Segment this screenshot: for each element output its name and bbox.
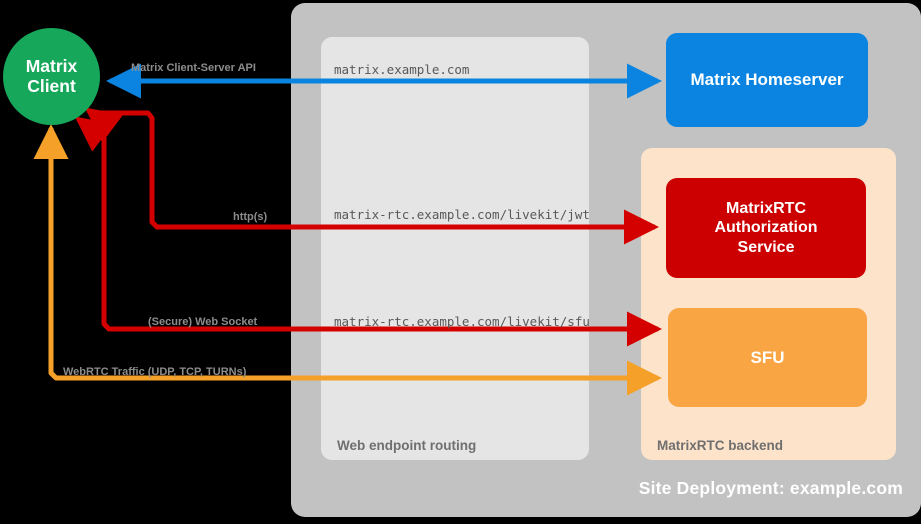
matrix-client-label-line1: Matrix: [25, 55, 78, 76]
protocol-label-webrtc-traffic: WebRTC Traffic (UDP, TCP, TURNs): [63, 366, 247, 378]
sfu-label: SFU: [750, 347, 785, 367]
auth-service-label-line2: Authorization: [714, 219, 818, 237]
site-deployment-title: Site Deployment: example.com: [638, 478, 903, 498]
node-matrixrtc-authorization-service[interactable]: MatrixRTC Authorization Service: [666, 178, 866, 278]
auth-service-label-line1: MatrixRTC: [725, 200, 806, 218]
endpoint-label-client-server: matrix.example.com: [334, 62, 470, 77]
protocol-label-client-server-api: Matrix Client-Server API: [131, 62, 256, 74]
auth-service-label-line3: Service: [737, 238, 795, 256]
web-endpoint-routing-label: Web endpoint routing: [337, 438, 477, 453]
web-endpoint-routing-panel: [321, 37, 589, 460]
matrixrtc-backend-label: MatrixRTC backend: [657, 438, 784, 453]
matrix-homeserver-label: Matrix Homeserver: [690, 70, 844, 89]
node-matrix-homeserver[interactable]: Matrix Homeserver: [666, 33, 868, 127]
protocol-label-web-socket: (Secure) Web Socket: [148, 316, 258, 328]
node-matrix-client[interactable]: Matrix Client: [3, 28, 100, 125]
endpoint-label-livekit-jwt: matrix-rtc.example.com/livekit/jwt: [334, 207, 590, 222]
matrix-client-label-line2: Client: [27, 75, 76, 96]
protocol-label-https: http(s): [233, 211, 268, 223]
node-sfu[interactable]: SFU: [668, 308, 867, 407]
endpoint-label-livekit-sfu: matrix-rtc.example.com/livekit/sfu: [334, 314, 590, 329]
